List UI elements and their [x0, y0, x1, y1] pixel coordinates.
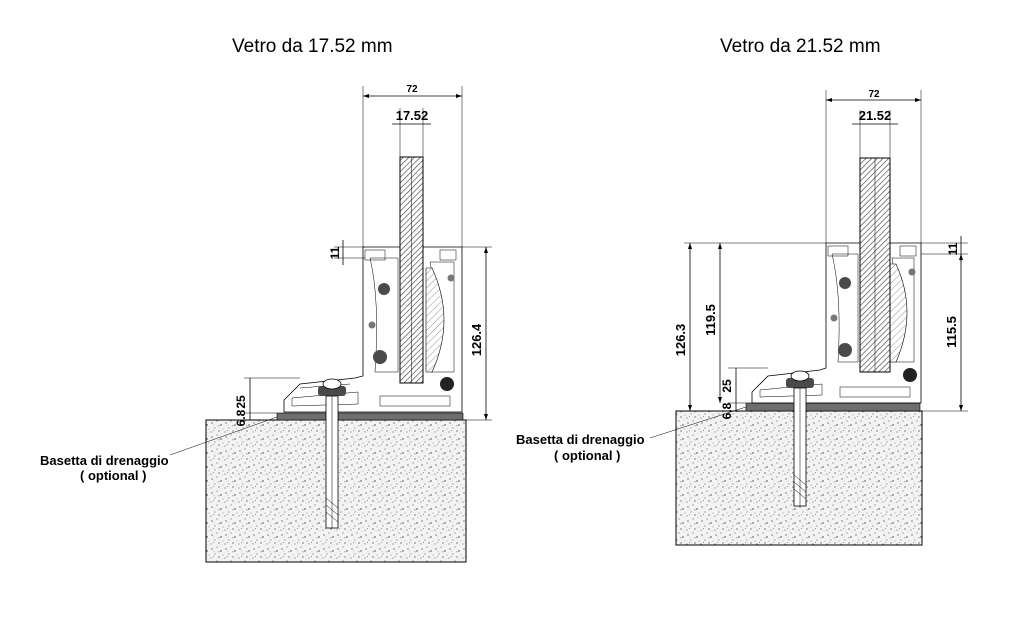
right-wedge — [889, 263, 908, 363]
right-section: 72 21.52 11 115.5 126.3 119.5 25 6.8 Bas… — [516, 89, 968, 546]
left-profile-outline — [283, 246, 463, 413]
right-dim-right: 115.5 — [944, 316, 959, 348]
left-washer — [318, 386, 346, 396]
left-dim-height: 126.4 — [469, 323, 484, 356]
title-left: Vetro da 17.52 mm — [232, 36, 393, 57]
right-washer — [786, 378, 814, 388]
right-dim-glass: 21.52 — [859, 108, 892, 123]
right-dim-gasket: 6.8 — [720, 402, 734, 419]
right-dim-base: 25 — [720, 379, 734, 393]
left-section: 72 17.52 11 126.4 25 6.8 Basetta di dren… — [40, 84, 492, 563]
right-dim-lip: 11 — [946, 242, 960, 255]
left-note-line2: ( optional ) — [80, 468, 146, 483]
left-drainage-strip — [276, 412, 464, 421]
title-right: Vetro da 21.52 mm — [720, 36, 881, 57]
left-dim-lip: 11 — [328, 246, 342, 259]
left-dim-gasket: 6.8 — [234, 409, 248, 426]
left-gasket-dot — [440, 377, 454, 391]
left-wedge — [425, 267, 445, 373]
right-gasket-dot — [839, 277, 851, 289]
right-gasket-dot — [903, 368, 917, 382]
right-gasket-dot — [830, 314, 838, 322]
left-gasket-dot — [447, 274, 455, 282]
left-gasket-dot — [373, 350, 387, 364]
left-dim-base: 25 — [234, 395, 248, 409]
right-profile-outline — [751, 242, 922, 404]
right-gasket-dot — [838, 343, 852, 357]
right-dim-width: 72 — [868, 89, 880, 100]
left-gasket-dot — [368, 321, 376, 329]
right-dim-inner: 119.5 — [703, 304, 718, 336]
right-note-line2: ( optional ) — [554, 448, 620, 463]
left-note-line1: Basetta di drenaggio — [40, 453, 169, 468]
right-drainage-strip — [745, 402, 921, 412]
right-note-line1: Basetta di drenaggio — [516, 432, 645, 447]
left-dim-width: 72 — [406, 84, 418, 95]
left-gasket-dot — [378, 283, 390, 295]
right-dim-total: 126.3 — [673, 324, 688, 357]
right-gasket-dot — [908, 268, 916, 276]
left-dim-glass: 17.52 — [396, 108, 429, 123]
